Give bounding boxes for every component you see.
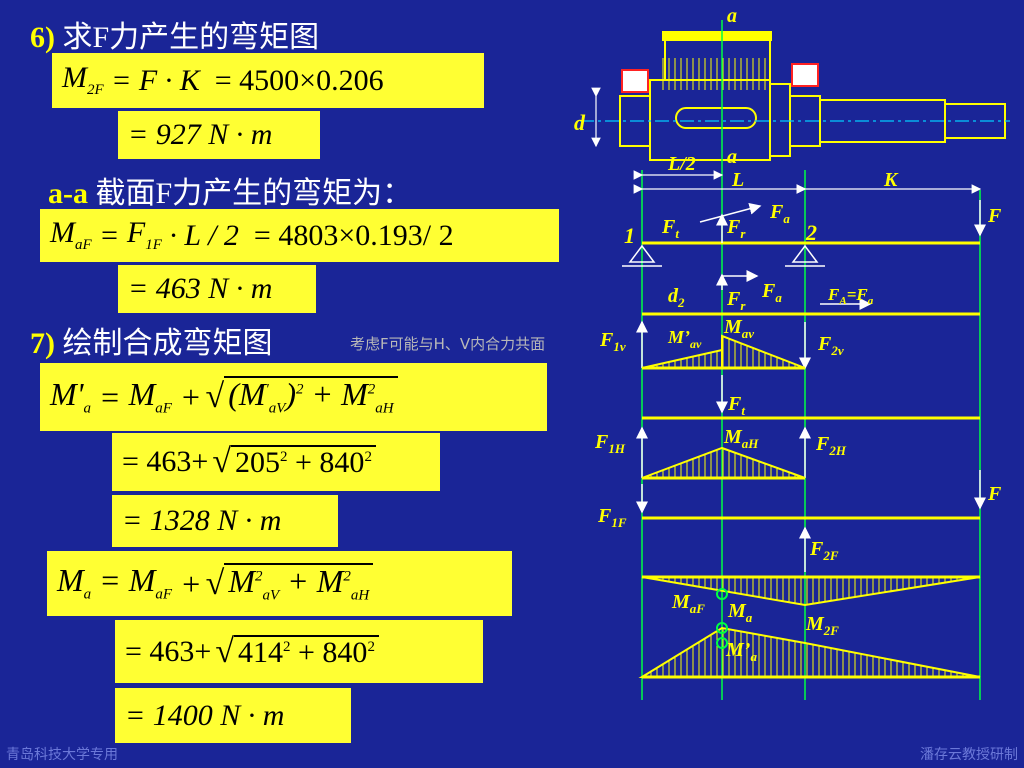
point-ma-prime [716,637,728,649]
label-f-top: F [987,205,1002,227]
label-ft2: Ft [727,393,745,418]
equation-ma-prime-values: = 463+ √2052 + 8402 [112,433,440,491]
shaft-drawing [619,31,1006,161]
heading-6-text: 求F力产生的弯矩图 [62,21,320,54]
eq2-rhs: = 4803×0.193/ 2 [253,218,454,252]
m-combined-diagram [638,626,981,678]
heading-7: 7) 绘制合成弯矩图 [30,318,273,362]
label-ma-prime: M’a [725,639,757,664]
label-m2f: M2F [805,613,839,638]
label-mah: MaH [723,426,759,451]
sqrt-symbol: √ [215,632,235,670]
eq4-lhs: Ma [57,562,92,603]
eq4b-pre: = 463+ [125,634,212,668]
note-text: 考虑F可能与H、V内合力共面 [350,335,546,353]
mf-diagram [641,576,981,607]
mv-diagram-left [641,348,723,369]
equation-ma-prime-result: = 1328 N · m [112,495,338,547]
eq3-plus: + [179,379,202,415]
heading-6-number: 6) [30,21,55,54]
support-1-icon [628,244,656,263]
eq4c-text: = 1400 N · m [125,698,285,732]
label-l: L [731,169,744,191]
eq2-force: F1F [126,216,162,253]
equation-maf: MaF = F1F · L / 2 = 4803×0.193/ 2 [40,209,559,262]
heading-7-text: 绘制合成弯矩图 [62,327,273,360]
eq3-maf: MaF [128,375,172,417]
label-fa-eq: FA=Fa [827,285,874,307]
label-f2h: F2H [815,433,847,458]
footer-right: 潘存云教授研制 [920,747,1018,763]
label-f2f: F2F [809,538,839,563]
equation-ma-values: = 463+ √4142 + 8402 [115,620,483,683]
point-maf [716,588,728,600]
arrow-ft [699,202,762,223]
equation-m2f: M2F = F · K = 4500×0.206 [52,53,484,108]
equation-ma-prime: M'a = MaF + √(M'aV)2 + M2aH [40,363,547,431]
mv-diagram-right [721,334,806,369]
eq4-radicand: M2aV + M2aH [224,562,374,604]
heading-6: 6) 求F力产生的弯矩图 [30,12,319,56]
node-1: 1 [624,223,635,248]
equation-maf-result: = 463 N · m [118,265,316,313]
eq3b-radicand: 2052 + 8402 [231,445,376,479]
label-d2: d2 [668,285,685,310]
label-f1f: F1F [597,505,627,530]
sqrt-symbol: √ [205,378,225,415]
equation-ma-result: = 1400 N · m [115,688,351,743]
label-mav-prime: M’av [667,327,702,351]
label-f1v: F1v [599,329,626,354]
label-fr2: Fr [726,288,746,313]
footer-left: 青岛科技大学专用 [6,747,118,763]
gear-hatch [660,58,770,90]
point-ma [716,622,728,634]
eq3-lhs: M'a [50,375,91,417]
eq4-plus: + [180,565,202,602]
eq4-maf: = MaF [99,562,173,603]
eq4b-radicand: 4142 + 8402 [234,634,379,669]
label-fa: Fa [769,201,790,226]
label-f2v: F2v [817,333,844,358]
eq1-lhs: M2F [62,61,104,98]
equation-ma: Ma = MaF + √M2aV + M2aH [47,551,512,616]
label-fa2: Fa [761,280,782,305]
label-l2: L/2 [667,153,696,175]
label-mav: Mav [723,316,754,341]
mh-diagram [641,446,806,479]
label-ft: Ft [661,216,679,241]
eq2b-text: = 463 N · m [128,272,273,305]
sqrt-symbol: √ [212,443,232,480]
label-fr: Fr [726,216,746,241]
eq2-lhs: MaF [50,216,92,253]
equation-m2f-result: = 927 N · m [118,111,320,159]
eq3-radicand: (M'aV)2 + M2aH [224,376,398,417]
heading-7-number: 7) [30,327,55,360]
eq2-rest: · L / 2 [169,218,239,252]
label-f1h: F1H [594,431,626,456]
eq3c-text: = 1328 N · m [122,504,282,537]
label-d: d [574,110,586,135]
section-aa-text: 截面F力产生的弯矩为： [95,177,413,210]
eq1-rhs1: = F · K [111,63,200,97]
eq3b-pre: = 463+ [122,445,209,478]
shaft-bending-moment-diagram: d a a L/2 L K 1 2 Ft Fr Fa F d2 Fr Fa FA… [574,5,1010,700]
label-f-mid: F [987,483,1002,505]
support-2-icon [791,244,819,263]
heading-section-aa: a-a 截面F力产生的弯矩为： [48,168,412,212]
section-aa-label: a-a [48,177,88,210]
node-2: 2 [805,220,817,245]
label-k: K [883,169,899,191]
label-ma: Ma [727,600,753,625]
sqrt-symbol: √ [205,564,225,602]
section-label-bottom: a [727,146,737,168]
eq1b-text: = 927 N · m [128,118,273,151]
eq1-rhs2: = 4500×0.206 [214,63,384,97]
label-maf: MaF [671,591,705,616]
section-label-top: a [727,5,737,27]
